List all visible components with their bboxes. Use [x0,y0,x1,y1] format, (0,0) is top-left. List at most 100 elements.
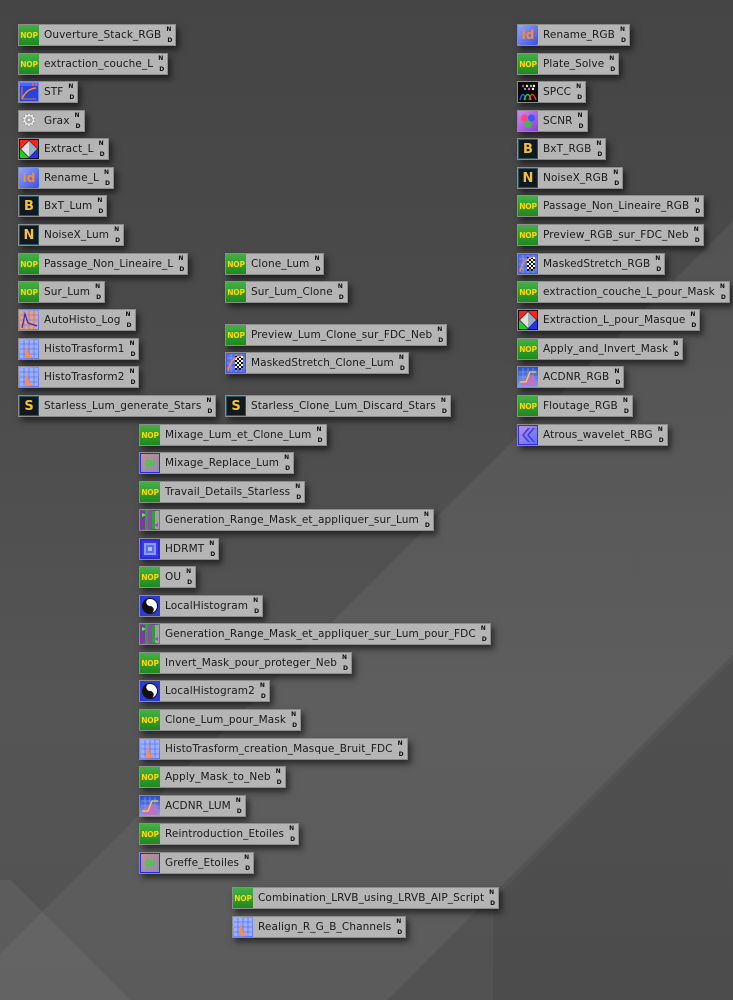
flag-n: N [719,283,725,290]
flag-n: N [275,768,281,775]
nop-icon: NOP [19,25,39,45]
background-corner-shape [0,880,140,1000]
process-icon-middle[interactable]: Generation_Range_Mask_et_appliquer_sur_L… [139,509,434,531]
process-icon-label: Preview_RGB_sur_FDC_Neb [543,229,689,241]
process-icon-middle[interactable]: Generation_Range_Mask_et_appliquer_sur_L… [139,623,491,645]
flag-d: D [620,37,626,44]
blurxterminator-icon: B [19,196,39,216]
nop-icon: NOP [226,282,246,302]
process-icon-label: BxT_Lum [44,200,93,212]
flag-n: N [125,311,131,318]
process-icon-label: Starless_Clone_Lum_Discard_Stars [251,400,436,412]
flag-d: D [96,294,102,301]
range-selection-icon [140,624,160,644]
flag-n: N [440,397,446,404]
process-icon-label: Mixage_Replace_Lum [165,457,280,469]
process-icon-label: Travail_Details_Starless [165,486,291,498]
noisexterminator-icon: N [19,225,39,245]
nop-icon: NOP [19,282,39,302]
process-icon-label: Greffe_Etoiles [165,857,240,869]
process-icon-label: NoiseX_Lum [44,229,110,241]
flag-d: D [254,608,260,615]
flag-d: D [577,94,583,101]
flag-d: D [615,379,621,386]
flag-n: N [657,426,663,433]
flag-d: D [597,151,603,158]
acdnr-icon [140,796,160,816]
process-icon-label: extraction_couche_L [44,58,154,70]
nop-icon: NOP [518,396,538,416]
spectrophotometric-color-calibration-icon [518,82,538,102]
identifier-icon: id [19,168,39,188]
nop-icon: NOP [233,888,253,908]
process-icon-label: Rename_RGB [543,29,615,41]
nop-icon: NOP [518,225,538,245]
flag-n: N [158,55,164,62]
flag-n: N [97,197,103,204]
process-icon-label: MaskedStretch_Clone_Lum [251,357,394,369]
flag-n: N [129,368,135,375]
